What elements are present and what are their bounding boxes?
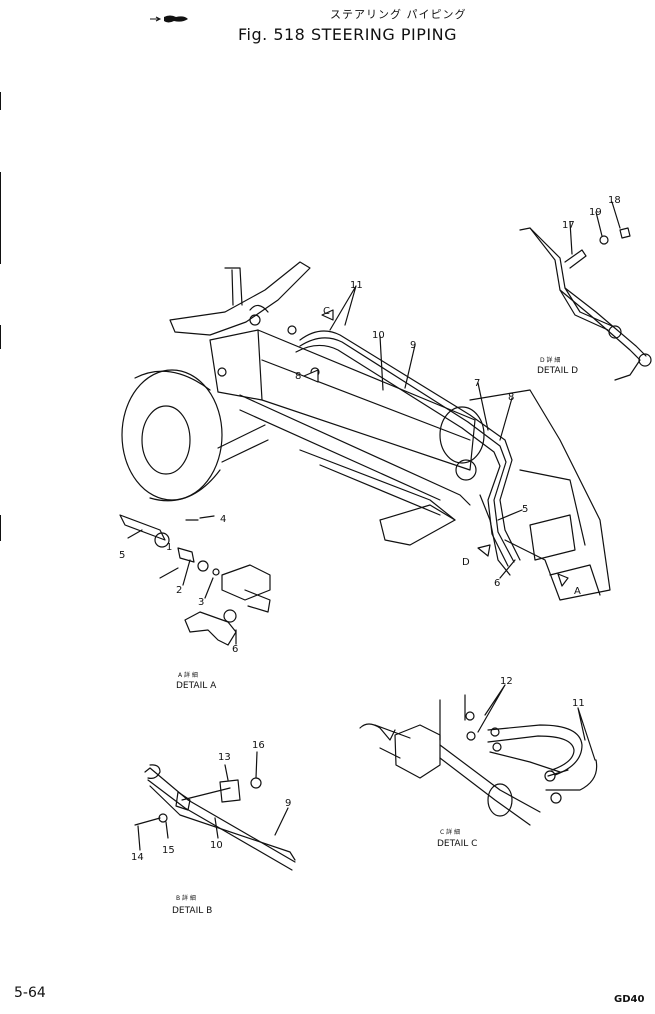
callout-9: 9 bbox=[410, 340, 416, 351]
callout-11: 11 bbox=[350, 280, 363, 291]
callout-5: 5 bbox=[522, 504, 528, 515]
detail-d-caption: DETAIL D bbox=[537, 366, 578, 376]
callout-9-detail-b: 9 bbox=[285, 798, 291, 809]
callout-10-detail-b: 10 bbox=[210, 840, 223, 851]
detail-captions: A 詳 細 DETAIL A B 詳 細 DETAIL B C 詳 細 DETA… bbox=[172, 356, 578, 916]
callout-18: 18 bbox=[608, 195, 621, 206]
detail-c-caption: DETAIL C bbox=[437, 839, 477, 849]
model-code: GD40 bbox=[614, 994, 645, 1005]
callout-8: 8 bbox=[508, 392, 514, 403]
view-marker-a: A bbox=[574, 586, 581, 597]
callout-15: 15 bbox=[162, 845, 175, 856]
callout-11-detail-c: 11 bbox=[572, 698, 585, 709]
detail-b-illustration bbox=[134, 751, 296, 871]
callout-3: 3 bbox=[198, 597, 204, 608]
main-assembly-illustration bbox=[121, 261, 611, 601]
callout-14: 14 bbox=[131, 852, 144, 863]
title-japanese: ステアリング パイピング bbox=[330, 8, 467, 21]
callout-1: 1 bbox=[166, 542, 172, 553]
scan-edge-mark bbox=[0, 172, 1, 264]
callout-8-view: 8 bbox=[295, 371, 301, 382]
scan-edge-mark bbox=[0, 325, 1, 349]
callout-17: 17 bbox=[562, 220, 575, 231]
callout-2: 2 bbox=[176, 585, 182, 596]
detail-a-caption-jp: A 詳 細 bbox=[178, 671, 198, 679]
callouts: 1 2 3 4 5 5 6 6 7 8 8 9 9 10 10 11 11 12… bbox=[119, 195, 621, 863]
detail-b-caption: DETAIL B bbox=[172, 906, 212, 916]
callout-16: 16 bbox=[252, 740, 265, 751]
callout-12: 12 bbox=[500, 676, 513, 687]
detail-b-caption-jp: B 詳 細 bbox=[176, 894, 196, 902]
callout-19: 19 bbox=[589, 207, 602, 218]
callout-13: 13 bbox=[218, 752, 231, 763]
detail-a-caption: DETAIL A bbox=[176, 681, 217, 691]
scan-edge-mark bbox=[0, 515, 1, 541]
view-marker-c: C bbox=[323, 306, 330, 317]
callout-7: 7 bbox=[474, 378, 480, 389]
callout-6: 6 bbox=[494, 578, 500, 589]
detail-d-caption-jp: D 詳 細 bbox=[540, 356, 560, 364]
page-number: 5-64 bbox=[14, 985, 46, 1001]
detail-c-illustration bbox=[359, 684, 598, 826]
callout-6-detail-a: 6 bbox=[232, 644, 238, 655]
callout-4: 4 bbox=[220, 514, 226, 525]
callout-10: 10 bbox=[372, 330, 385, 341]
detail-c-caption-jp: C 詳 細 bbox=[440, 828, 460, 836]
logo-mark-icon bbox=[150, 15, 188, 23]
detail-d-illustration bbox=[519, 201, 652, 381]
view-marker-d: D bbox=[462, 557, 470, 568]
scan-edge-mark bbox=[0, 92, 1, 110]
detail-a-illustration bbox=[119, 514, 271, 646]
callout-5-detail-a: 5 bbox=[119, 550, 125, 561]
figure-title: Fig. 518 STEERING PIPING bbox=[238, 25, 457, 44]
